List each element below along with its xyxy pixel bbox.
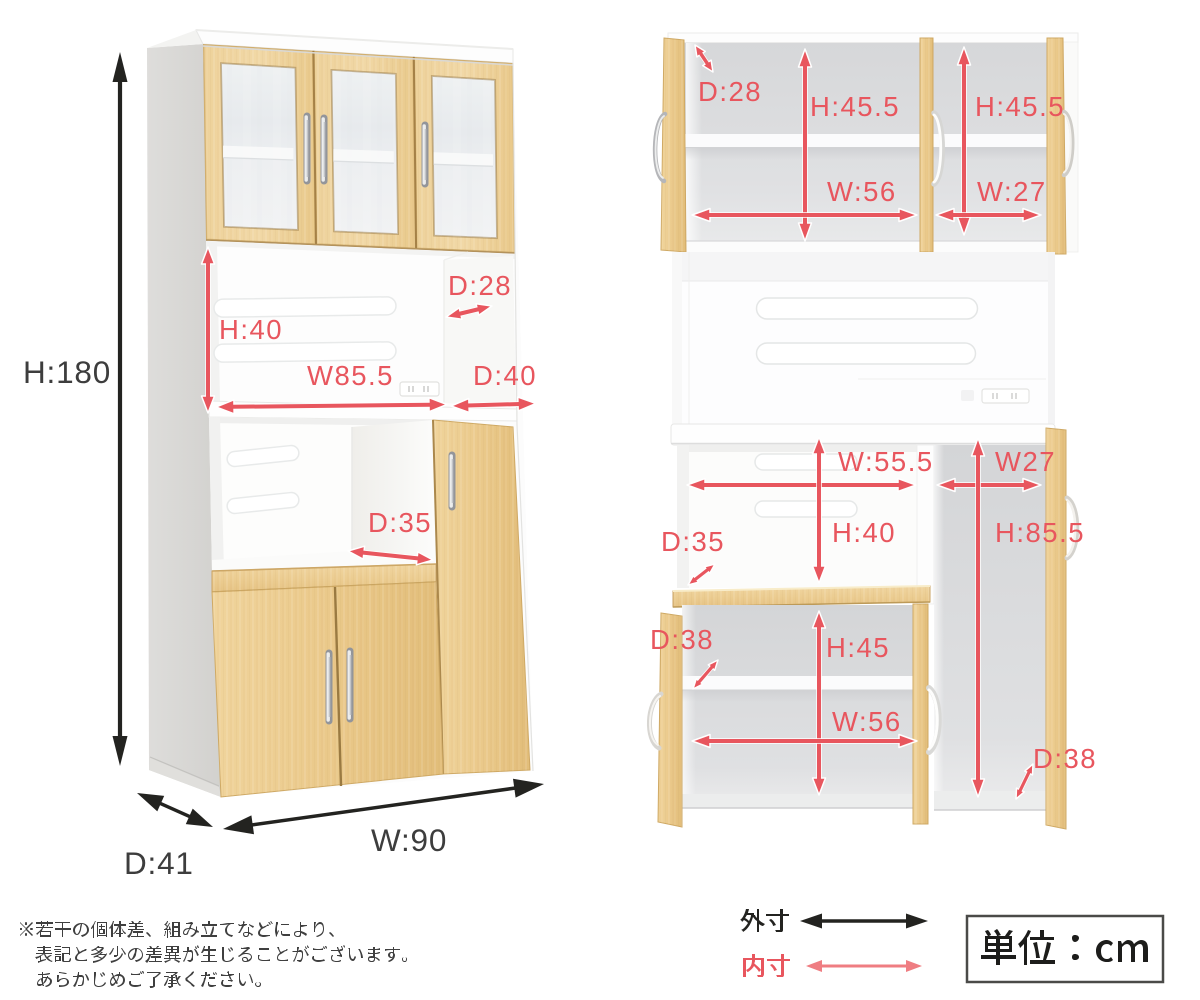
dim-r-lower-right-depth: D:38: [1033, 743, 1098, 774]
hutch-right-door-handle: [1061, 109, 1075, 178]
japanese-text: [20, 909, 1165, 988]
dim-r-lower-width: W:56: [832, 706, 902, 737]
vent-slot: [213, 296, 397, 318]
arrow-total-width: [223, 778, 544, 835]
hutch-right-open-door: [1046, 37, 1067, 255]
dim-open-height: H:40: [219, 314, 284, 345]
legend-inner-arrow: [806, 960, 922, 972]
hutch-left-open-door: [660, 37, 687, 253]
lower-right-door-handle: [448, 451, 456, 511]
dim-r-mid-depth: D:35: [661, 526, 726, 557]
power-outlet-panel: [961, 388, 1030, 404]
arrow-open-height: [200, 246, 216, 414]
footnote-line1-glyphs: [20, 921, 334, 938]
lower-cabinet-shelf: [682, 676, 913, 690]
bottom-door-left-handle: [325, 649, 333, 725]
microwave-right-wall: [352, 420, 436, 566]
dim-open-width: W85.5: [307, 360, 394, 391]
dim-r-hutch-right-height: H:45.5: [975, 91, 1066, 122]
dim-r-lower-depth: D:38: [650, 624, 715, 655]
footnote-line3-glyphs: [37, 971, 261, 988]
hutch-shelf: [684, 134, 1063, 147]
inner-shelf-through-glass: [433, 152, 493, 167]
wooden-shelf-board: [672, 585, 931, 608]
dim-total-width: W:90: [371, 822, 448, 858]
dim-r-hutch-depth: D:28: [698, 76, 763, 107]
legend-outer-arrow: [800, 913, 928, 929]
door-handle: [421, 121, 429, 188]
door-handle: [320, 114, 328, 185]
cabinet-top-edge: [667, 32, 1079, 43]
legend-outer-label-glyphs: [740, 909, 789, 932]
dim-hutch-depth: D:28: [448, 270, 513, 301]
counter-band: [670, 423, 1056, 446]
left-side-panel: [147, 44, 221, 797]
arrow-r-mid-depth: [687, 563, 716, 586]
dimension-arrows: [112, 44, 1042, 972]
footnote-line2-glyphs: [35, 945, 407, 963]
open-counter-space: [206, 241, 517, 409]
vent-slot: [754, 453, 858, 471]
arrow-r-lower-depth: [692, 659, 719, 690]
bottom-door-right-handle: [346, 647, 354, 723]
vent-slot: [226, 444, 300, 468]
lower-cabinet-interior: [682, 605, 913, 808]
legend-inner-label-glyphs: [743, 954, 790, 977]
inner-shelf-through-glass: [223, 145, 294, 160]
arrow-r-mid-width: [686, 477, 917, 493]
power-outlet: [399, 381, 440, 397]
vent-slot: [226, 491, 300, 515]
arrow-microwave-depth: [347, 545, 434, 566]
vent-slot: [213, 341, 397, 363]
arrow-r-col-height: [970, 437, 986, 798]
arrow-r-lower-width: [691, 733, 918, 749]
dim-r-col-height: H:85.5: [995, 517, 1086, 548]
arrow-counter-depth: [450, 396, 537, 414]
arrow-r-lower-right-depth: [1015, 763, 1034, 800]
arrow-total-height: [112, 52, 128, 766]
right-view-artwork: [646, 32, 1080, 830]
dim-r-mid-width: W:55.5: [838, 446, 934, 477]
tall-compartment: [934, 445, 1046, 810]
left-view-artwork: [147, 29, 534, 798]
arrow-r-mid-height: [811, 436, 827, 584]
dim-r-lower-height: H:45: [826, 632, 891, 663]
arrow-r-hutch-left-width: [691, 207, 918, 223]
arrow-r-col-width: [936, 477, 1042, 493]
dim-total-height: H:180: [23, 354, 112, 390]
lower-right-open-door: [1045, 427, 1067, 830]
lower-right-door: [432, 419, 531, 775]
lower-right-door-handle: [1064, 495, 1080, 561]
hutch-center-divider: [919, 37, 934, 253]
dim-r-hutch-right-width: W:27: [977, 176, 1047, 207]
vent-slot: [755, 297, 979, 320]
dim-r-hutch-left-width: W:56: [827, 176, 897, 207]
dim-counter-depth: D:40: [473, 360, 538, 391]
arrow-r-hutch-right-width: [935, 207, 1042, 223]
dim-total-depth: D:41: [124, 845, 194, 881]
dim-r-hutch-left-height: H:45.5: [810, 91, 901, 122]
dim-microwave-depth: D:35: [368, 507, 433, 538]
arrow-r-hutch-depth: [694, 44, 714, 73]
arrow-r-hutch-left-height: [797, 48, 813, 242]
vent-slot: [755, 342, 977, 365]
arrow-hutch-depth: [445, 302, 493, 321]
dim-r-col-width: W27: [995, 446, 1057, 477]
unit-label-glyphs: [981, 929, 1148, 965]
lower-left-open-door: [657, 612, 683, 828]
arrow-total-depth: [137, 793, 213, 827]
door-handle: [303, 112, 311, 185]
arrow-r-hutch-right-height: [956, 46, 972, 236]
top-slab: [147, 30, 203, 48]
arrow-r-lower-height: [811, 610, 827, 796]
arrow-open-width: [215, 396, 448, 415]
lower-center-open-door: [912, 603, 929, 825]
vent-slot: [754, 500, 858, 518]
inner-shelf-through-glass: [333, 149, 394, 164]
dim-r-mid-height: H:40: [832, 517, 897, 548]
